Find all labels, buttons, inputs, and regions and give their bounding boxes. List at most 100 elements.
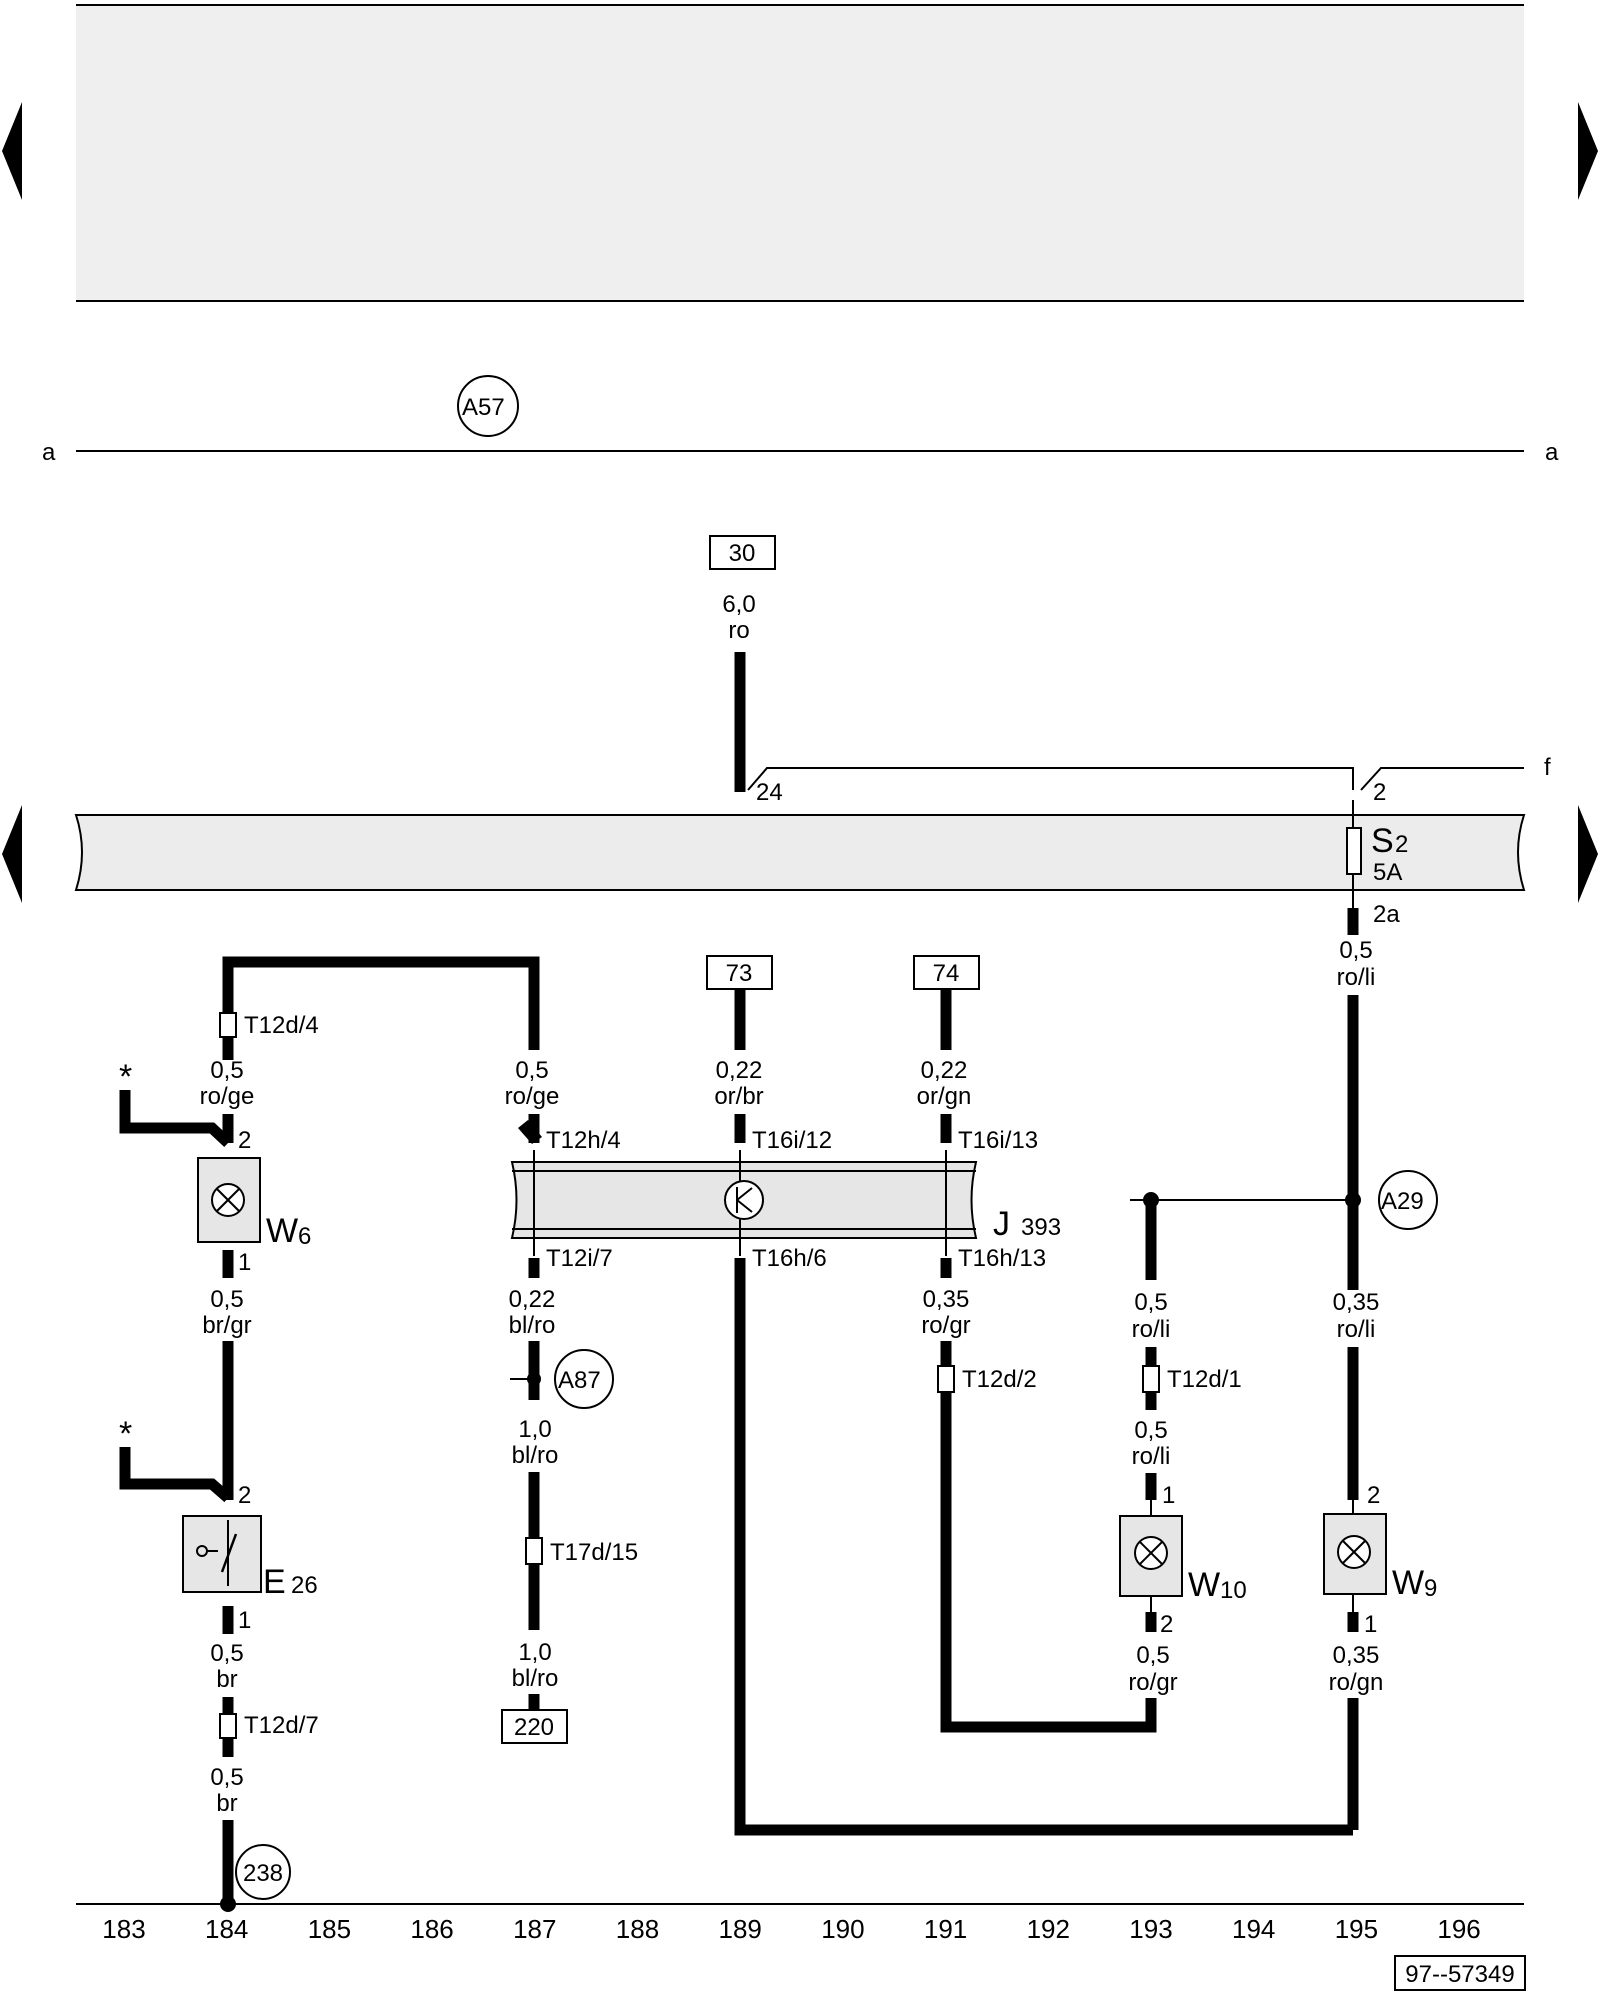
pin-24: 24 xyxy=(756,779,783,806)
fuse-s2-name: S xyxy=(1371,822,1394,860)
pin-2a: 2a xyxy=(1373,901,1400,928)
wire-color-184-mid: br/gr xyxy=(202,1312,251,1339)
lamp-w10-cross-b xyxy=(1139,1541,1163,1565)
ref-circle-a87 xyxy=(554,1349,614,1409)
next-page-arrow-mid[interactable] xyxy=(1578,805,1598,903)
wire-star-w6 xyxy=(119,1090,232,1148)
footer-column-number: 196 xyxy=(1437,1914,1480,1944)
wire-size-187-c: 1,0 xyxy=(518,1639,551,1666)
footer-column-number: 190 xyxy=(821,1914,864,1944)
terminal-box-220 xyxy=(501,1709,568,1744)
rail-a-left-label: a xyxy=(42,439,56,466)
wire-size-187-b: 1,0 xyxy=(518,1416,551,1443)
wire-size-191-bot: 0,35 xyxy=(923,1286,970,1313)
footer-column-number: 195 xyxy=(1335,1914,1378,1944)
transistor-collector xyxy=(736,1187,753,1201)
wire-size-187-a: 0,22 xyxy=(509,1286,556,1313)
footer-column-number: 184 xyxy=(205,1914,248,1944)
wire-color-195-mid: ro/li xyxy=(1337,1316,1376,1343)
pin-w9-2: 2 xyxy=(1367,1482,1380,1509)
rail-f-label: f xyxy=(1544,754,1551,781)
wire-color-191-top: or/gn xyxy=(917,1083,972,1110)
wire-color-193-a: ro/li xyxy=(1132,1316,1171,1343)
footer-column-number: 193 xyxy=(1129,1914,1172,1944)
doc-ref-box xyxy=(1394,1955,1526,1991)
fuse-s2 xyxy=(1346,827,1362,875)
pin-2: 2 xyxy=(1373,779,1386,806)
control-unit-j393-name: J xyxy=(993,1205,1010,1243)
connector-t17d15: T17d/15 xyxy=(550,1539,638,1566)
wire-size-195-mid: 0,35 xyxy=(1333,1289,1380,1316)
terminal-label-74: 74 xyxy=(933,960,960,987)
ref-label-a57: A57 xyxy=(462,394,505,421)
star-marker-w6: * xyxy=(119,1058,132,1096)
lamp-w9-number: 9 xyxy=(1424,1575,1437,1602)
wire-color-184-low: br xyxy=(216,1666,237,1693)
connector-t12h4-icon xyxy=(518,1120,542,1144)
wire-size-supply: 6,0 xyxy=(722,591,755,618)
wire-size-195-top: 0,5 xyxy=(1339,937,1372,964)
ref-label-a87: A87 xyxy=(558,1367,601,1394)
fuse-s2-number: 2 xyxy=(1395,831,1408,858)
connector-t12d7: T12d/7 xyxy=(244,1712,319,1739)
next-page-arrow-top[interactable] xyxy=(1578,102,1598,200)
wire-color-184-bot: br xyxy=(216,1790,237,1817)
junction-193 xyxy=(1143,1192,1159,1208)
internal-line-24-2 xyxy=(747,767,1354,791)
doc-ref-number: 97--57349 xyxy=(1405,1961,1514,1988)
wire-size-195-bot: 0,35 xyxy=(1333,1642,1380,1669)
switch-e26-blade xyxy=(220,1533,238,1573)
prev-page-arrow-mid[interactable] xyxy=(2,805,22,903)
transistor-emitter xyxy=(736,1199,753,1213)
connector-t16h13: T16h/13 xyxy=(958,1245,1046,1272)
footer-column-number: 192 xyxy=(1027,1914,1070,1944)
connector-t16h6: T16h/6 xyxy=(752,1245,827,1272)
prev-page-arrow-top[interactable] xyxy=(2,102,22,200)
pin-w6-1: 1 xyxy=(238,1249,251,1276)
connector-t16i13: T16i/13 xyxy=(958,1127,1038,1154)
pin-w6-2: 2 xyxy=(238,1127,251,1154)
transistor-icon xyxy=(724,1180,764,1220)
wire-color-193-b: ro/li xyxy=(1132,1443,1171,1470)
wire-191-193-loop xyxy=(940,1392,1157,1733)
wire-size-184-mid: 0,5 xyxy=(210,1286,243,1313)
lamp-w10-number: 10 xyxy=(1220,1577,1247,1604)
fuse-relay-carrier xyxy=(74,814,1526,891)
wire-color-189: or/br xyxy=(714,1083,763,1110)
footer-column-number: 185 xyxy=(308,1914,351,1944)
switch-e26-box xyxy=(182,1515,262,1593)
ref-circle-238 xyxy=(235,1844,291,1900)
lamp-w6-name: W xyxy=(266,1212,298,1250)
pin-w10-2: 2 xyxy=(1160,1611,1173,1638)
wire-color-195-bot: ro/gn xyxy=(1329,1669,1384,1696)
internal-line-to-f xyxy=(1360,767,1524,791)
pin-w9-1: 1 xyxy=(1364,1611,1377,1638)
connector-t12d7-icon xyxy=(219,1713,237,1739)
rail-a-right-label: a xyxy=(1545,439,1559,466)
wire-color-195-top: ro/li xyxy=(1337,964,1376,991)
lamp-w6-number: 6 xyxy=(298,1223,311,1250)
wire-return-189-195 xyxy=(734,1258,1353,1836)
wire-color-184-top: ro/ge xyxy=(200,1083,255,1110)
footer-column-number: 189 xyxy=(719,1914,762,1944)
wire-star-e26 xyxy=(119,1447,232,1503)
lamp-w10-name: W xyxy=(1188,1566,1220,1604)
wire-size-191-top: 0,22 xyxy=(921,1057,968,1084)
footer-column-number: 183 xyxy=(102,1914,145,1944)
connector-t16i12: T16i/12 xyxy=(752,1127,832,1154)
terminal-label-220: 220 xyxy=(514,1714,554,1741)
wire-size-187-top: 0,5 xyxy=(515,1057,548,1084)
wire-color-191-bot: ro/gr xyxy=(921,1312,970,1339)
lamp-w6-cross-b xyxy=(216,1188,240,1212)
wire-color-supply: ro xyxy=(728,617,749,644)
switch-e26-name: E xyxy=(263,1563,286,1601)
footer-column-number: 188 xyxy=(616,1914,659,1944)
header-panel xyxy=(76,5,1524,301)
pin-e26-2: 2 xyxy=(238,1482,251,1509)
lamp-w9-cross-b xyxy=(1342,1540,1366,1564)
wire-color-187-a: bl/ro xyxy=(509,1312,556,1339)
connector-t17d15-icon xyxy=(525,1537,543,1565)
connector-t12d2-icon xyxy=(937,1365,955,1393)
